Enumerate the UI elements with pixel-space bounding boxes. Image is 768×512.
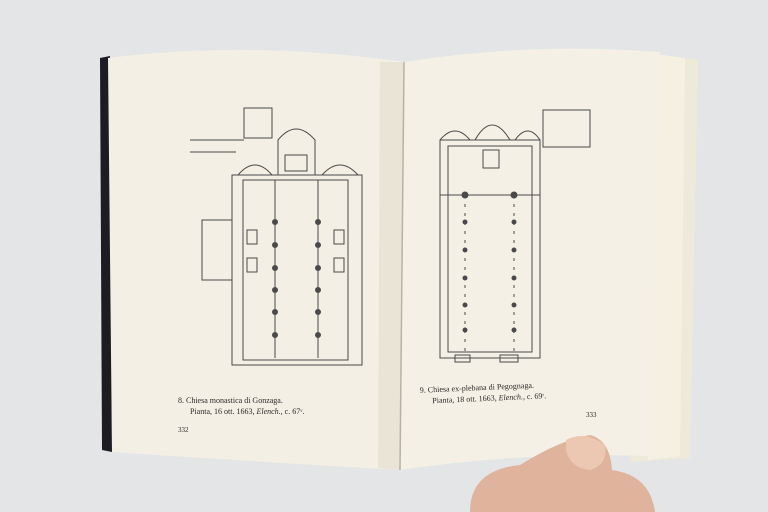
left-caption-italic: Elench. [256,407,281,416]
left-caption-title: 8. Chiesa monastica di Gonzaga. [178,396,283,405]
right-caption-suffix: , c. 69ʳ. [522,391,547,402]
floor-plan-gonzaga [190,107,363,366]
left-page-number: 332 [178,426,189,434]
left-caption-prefix: Pianta, 16 ott. 1663, [190,407,257,416]
right-page [400,48,660,471]
right-caption-italic: Elench. [498,392,524,403]
left-caption-suffix: , c. 67ᵛ. [280,407,305,416]
left-caption-source: Pianta, 16 ott. 1663, Elench., c. 67ᵛ. [178,406,305,417]
right-page-number: 333 [586,411,597,419]
right-caption-prefix: Pianta, 18 ott. 1663, [432,393,499,406]
hand-holding-page [470,435,655,512]
floor-plan-pegognaga [439,109,591,363]
left-caption: 8. Chiesa monastica di Gonzaga. Pianta, … [178,395,305,417]
